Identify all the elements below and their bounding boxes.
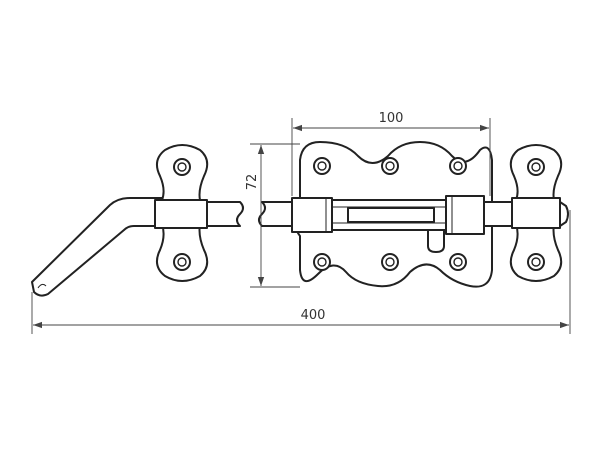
bolt-knob (427, 229, 445, 253)
screw-hole (313, 157, 331, 175)
dimension-label-72: 72 (245, 174, 260, 191)
dimension-plate-width: 100 (291, 111, 491, 196)
screw-hole (381, 157, 399, 175)
screw-hole (173, 253, 191, 271)
dimension-plate-height: 72 (245, 143, 300, 288)
rod-segment-left (206, 201, 244, 227)
bolt-channel (331, 199, 447, 231)
dimension-overall-length: 400 (31, 210, 571, 334)
screw-hole (527, 158, 545, 176)
screw-hole (449, 253, 467, 271)
screw-hole (527, 253, 545, 271)
dimension-label-100: 100 (379, 111, 404, 126)
bolt-rod-right (483, 201, 515, 227)
right-keeper-sleeve (511, 197, 561, 229)
screw-hole (173, 158, 191, 176)
left-guide-block (291, 197, 333, 233)
left-keeper-sleeve (154, 199, 208, 229)
screw-hole (381, 253, 399, 271)
dimension-label-400: 400 (301, 308, 326, 323)
screw-hole (449, 157, 467, 175)
bent-handle-rod (31, 197, 166, 297)
screw-hole (313, 253, 331, 271)
bolt-tip (559, 201, 569, 227)
